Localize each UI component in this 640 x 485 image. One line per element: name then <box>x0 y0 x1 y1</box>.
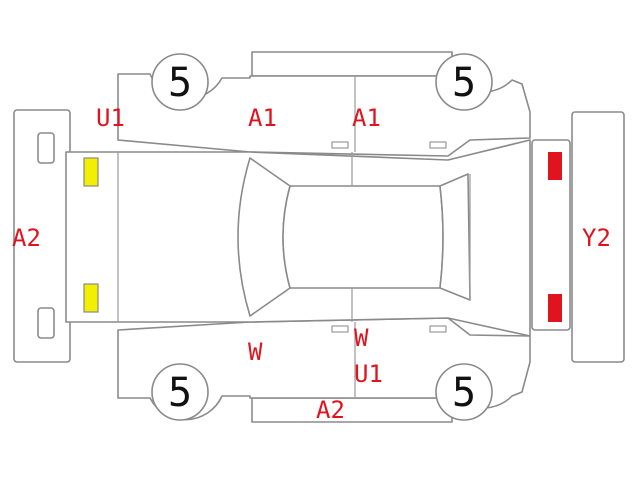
bottom-rocker-rail <box>251 397 453 423</box>
code-left-front-door: A1 <box>248 104 277 132</box>
code-right-rear-door: U1 <box>354 360 383 388</box>
code-right-center-pillar: W <box>354 324 369 352</box>
top-roof-rail <box>251 51 453 77</box>
rear-bumper-panel <box>571 111 625 363</box>
right-front-handle <box>331 325 349 333</box>
tire-front-left: 5 <box>151 53 209 111</box>
rear-window <box>439 173 471 301</box>
tire-rear-left-value: 5 <box>452 60 476 106</box>
roof <box>282 185 444 289</box>
tire-front-right-value: 5 <box>168 370 192 416</box>
car-body-plan <box>65 139 531 337</box>
headlight-right-marker <box>83 283 99 313</box>
tire-rear-left: 5 <box>435 53 493 111</box>
right-rear-handle <box>429 325 447 333</box>
code-right-front-pillar: W <box>248 338 263 366</box>
taillight-left-marker <box>548 152 562 180</box>
code-rear-panel: Y2 <box>582 224 611 252</box>
code-right-rocker: A2 <box>316 396 345 424</box>
tire-rear-right: 5 <box>435 363 493 421</box>
tire-rear-right-value: 5 <box>452 370 476 416</box>
tire-front-left-value: 5 <box>168 60 192 106</box>
headlight-left-marker <box>83 157 99 187</box>
tire-front-right: 5 <box>151 363 209 421</box>
code-left-rear-door: A1 <box>352 104 381 132</box>
left-front-handle <box>331 141 349 149</box>
code-front-left-fender: U1 <box>96 104 125 132</box>
left-rear-handle <box>429 141 447 149</box>
code-front-panel: A2 <box>12 224 41 252</box>
taillight-right-marker <box>548 294 562 322</box>
